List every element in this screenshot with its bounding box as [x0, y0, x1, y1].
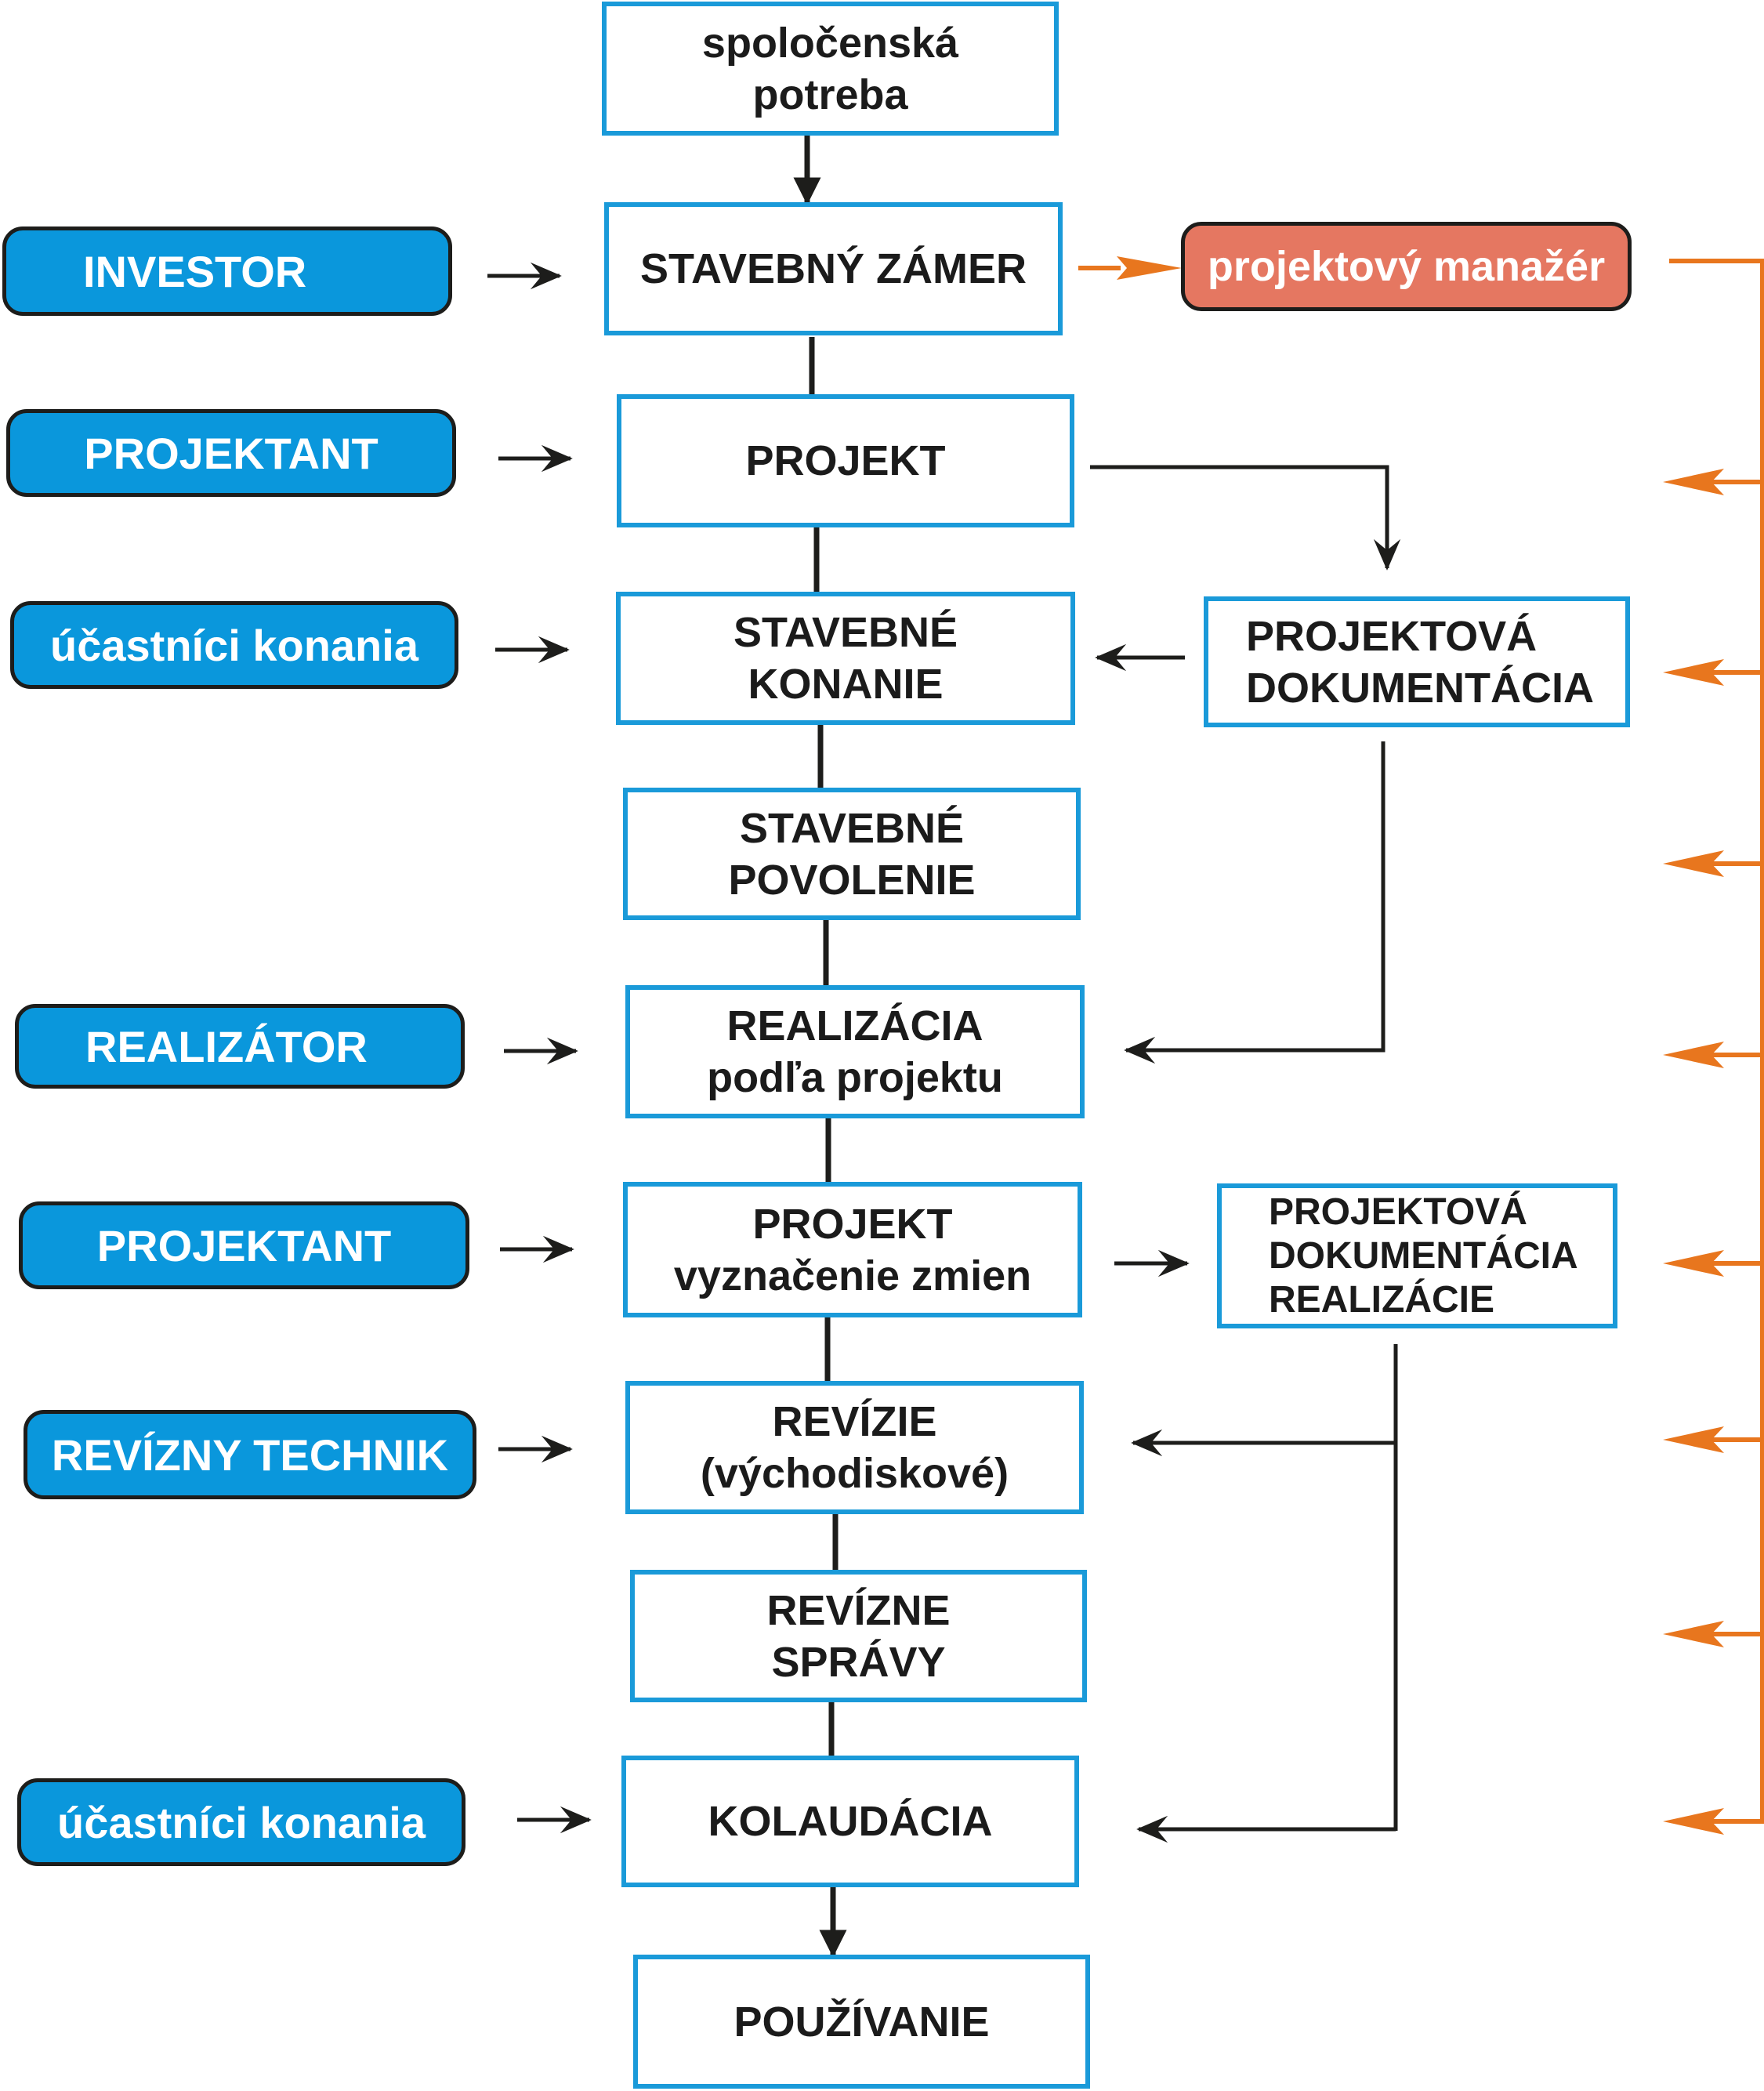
- revizne-spravy-box: REVÍZNE SPRÁVY: [630, 1570, 1087, 1702]
- manager-arrowhead: [1663, 1042, 1724, 1068]
- arrow-zamer-to-manager: [1078, 256, 1182, 280]
- manager-arrowhead: [1663, 469, 1724, 495]
- manager-arrowhead: [1663, 1808, 1724, 1835]
- project-manager-box: projektový manažér: [1181, 222, 1632, 311]
- projekt-box: PROJEKT: [617, 394, 1074, 527]
- stavebny-zamer-box: STAVEBNÝ ZÁMER: [604, 202, 1063, 335]
- projekt-label: PROJEKT: [745, 437, 946, 484]
- actor-ucastnici-konania-1-label: účastníci konania: [50, 620, 418, 670]
- stavebne-povolenie-line-2: POVOLENIE: [728, 856, 976, 904]
- actor-projektant-2-label: PROJEKTANT: [96, 1220, 392, 1270]
- pouzivanie-label: POUŽÍVANIE: [733, 1998, 990, 2046]
- spolocenska-potreba-box: spoločenská potreba: [602, 2, 1059, 136]
- revizie-box: REVÍZIE (východiskové): [625, 1381, 1084, 1514]
- stavebne-konanie-line-1: STAVEBNÉ: [733, 609, 958, 656]
- realizacia-line-1: REALIZÁCIA: [726, 1002, 983, 1049]
- stavebne-povolenie-box: STAVEBNÉ POVOLENIE: [623, 788, 1081, 920]
- stavebne-povolenie-line-1: STAVEBNÉ: [739, 804, 965, 852]
- pouzivanie-box: POUŽÍVANIE: [633, 1955, 1090, 2089]
- realizacia-box: REALIZÁCIA podľa projektu: [625, 985, 1085, 1118]
- stavebne-konanie-box: STAVEBNÉ KONANIE: [616, 592, 1075, 725]
- actor-realizator: REALIZÁTOR: [15, 1004, 465, 1089]
- spolocenska-potreba-line-1: spoločenská: [701, 19, 959, 67]
- actor-projektant-1-label: PROJEKTANT: [84, 428, 379, 478]
- actor-projektant-1: PROJEKTANT: [6, 409, 456, 497]
- actor-ucastnici-konania-2-label: účastníci konania: [57, 1797, 426, 1847]
- actor-investor: INVESTOR: [2, 226, 452, 316]
- pdr-line-1: PROJEKTOVÁ: [1269, 1190, 1527, 1233]
- kolaudacia-box: KOLAUDÁCIA: [621, 1756, 1079, 1887]
- projekt-zmeny-line-2: vyznačenie zmien: [673, 1252, 1032, 1299]
- project-manager-label: projektový manažér: [1207, 243, 1606, 290]
- pdr-line-3: REALIZÁCIE: [1269, 1278, 1494, 1321]
- manager-arrowhead: [1663, 1426, 1724, 1453]
- revizie-line-2: (východiskové): [700, 1450, 1009, 1497]
- pdr-line-2: DOKUMENTÁCIA: [1269, 1234, 1578, 1277]
- revizne-spravy-line-1: REVÍZNE: [766, 1586, 951, 1634]
- manager-arrowhead: [1663, 850, 1724, 877]
- stavebne-konanie-line-2: KONANIE: [748, 661, 944, 708]
- manager-control-line: [1669, 259, 1764, 1824]
- actor-realizator-label: REALIZÁTOR: [85, 1021, 368, 1071]
- projektova-dokumentacia-box: PROJEKTOVÁ DOKUMENTÁCIA: [1204, 596, 1630, 727]
- manager-arrowhead: [1663, 1250, 1724, 1277]
- stavebny-zamer-label: STAVEBNÝ ZÁMER: [639, 245, 1027, 292]
- arrow-dokumentacia-to-realizacia: [1124, 741, 1385, 1064]
- projektova-dokumentacia-line-1: PROJEKTOVÁ: [1246, 612, 1538, 660]
- projekt-zmeny-line-1: PROJEKT: [752, 1200, 953, 1248]
- actor-ucastnici-konania-1: účastníci konania: [10, 601, 458, 689]
- projektova-dokumentacia-line-2: DOKUMENTÁCIA: [1246, 664, 1594, 712]
- spolocenska-potreba-line-2: potreba: [752, 71, 908, 118]
- revizne-spravy-line-2: SPRÁVY: [771, 1638, 946, 1686]
- actor-investor-label: INVESTOR: [83, 246, 307, 296]
- actor-projektant-2: PROJEKTANT: [19, 1201, 469, 1289]
- kolaudacia-label: KOLAUDÁCIA: [708, 1798, 993, 1845]
- manager-arrowhead: [1663, 659, 1724, 686]
- projektova-dokumentacia-realizacie-box: PROJEKTOVÁ DOKUMENTÁCIA REALIZÁCIE: [1217, 1183, 1617, 1328]
- arrow-projekt-to-dokumentacia: [1090, 465, 1401, 571]
- manager-arrowheads: [1663, 469, 1762, 1835]
- manager-arrowhead: [1663, 1621, 1724, 1647]
- actor-revizny-technik: REVÍZNY TECHNIK: [24, 1410, 476, 1499]
- realizacia-line-2: podľa projektu: [707, 1054, 1003, 1101]
- actor-ucastnici-konania-2: účastníci konania: [17, 1778, 465, 1866]
- revizie-line-1: REVÍZIE: [772, 1398, 937, 1445]
- actor-revizny-technik-label: REVÍZNY TECHNIK: [51, 1430, 449, 1480]
- projekt-zmeny-box: PROJEKT vyznačenie zmien: [623, 1182, 1082, 1317]
